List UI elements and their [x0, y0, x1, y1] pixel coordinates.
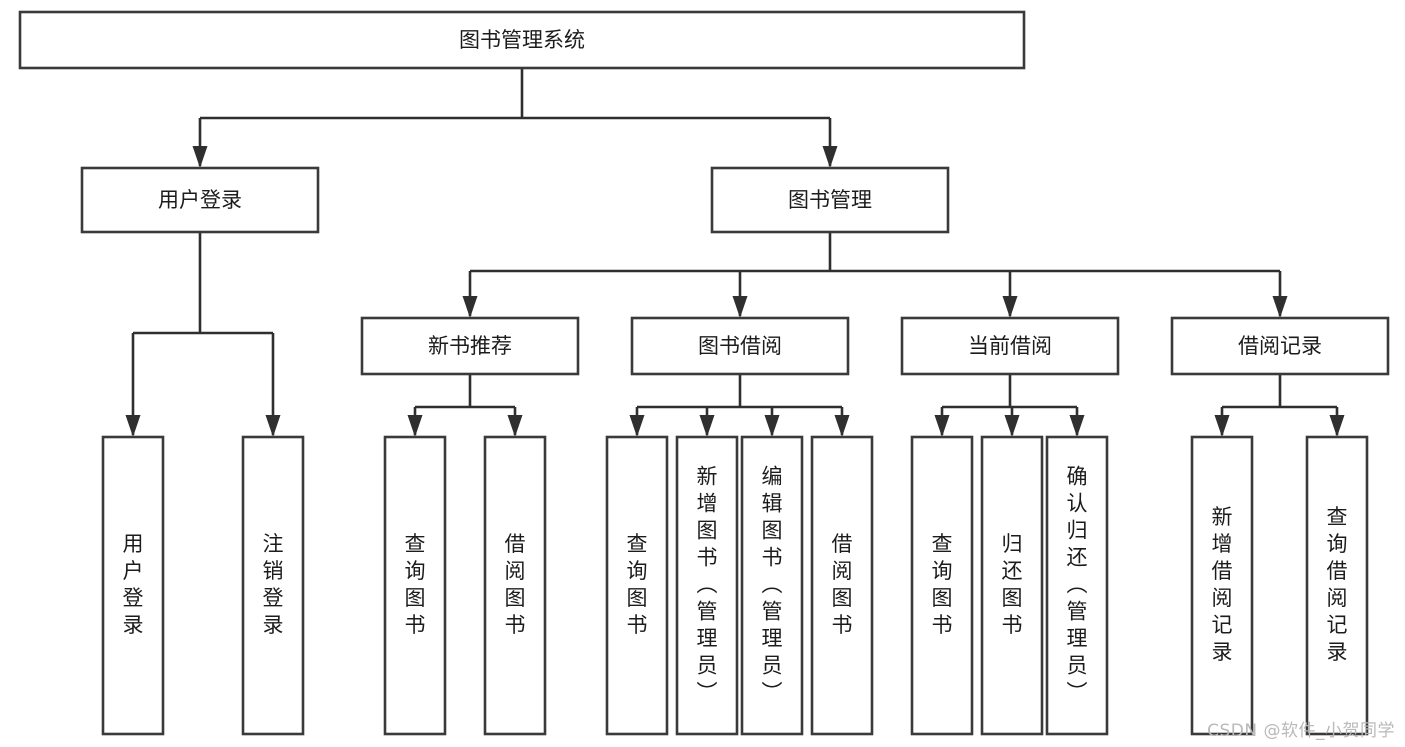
- node-leaf-return-book[interactable]: 归还图书: [980, 435, 1044, 736]
- node-current-borrow[interactable]: 当前借阅: [900, 316, 1120, 376]
- arrow-head-icon: [822, 146, 838, 168]
- node-leaf-query-book-3-box: [910, 435, 974, 736]
- node-borrow-record-box: [1170, 316, 1390, 376]
- node-layer: 图书管理系统用户登录图书管理新书推荐图书借阅当前借阅借阅记录用户登录注销登录查询…: [18, 10, 1390, 736]
- arrow-head-icon: [1002, 296, 1018, 318]
- node-new-book-recommend-box: [360, 316, 580, 376]
- node-book-manage[interactable]: 图书管理: [710, 166, 950, 234]
- node-borrow-record[interactable]: 借阅记录: [1170, 316, 1390, 376]
- node-leaf-query-book-3-label: 查询图书: [932, 532, 953, 637]
- node-root-system-box: [18, 10, 1026, 70]
- node-leaf-query-book-1[interactable]: 查询图书: [383, 435, 447, 736]
- node-root-system[interactable]: 图书管理系统: [18, 10, 1026, 70]
- connector-layer: [125, 68, 1345, 437]
- node-leaf-query-book-2-box: [605, 435, 669, 736]
- arrow-head-icon: [125, 415, 141, 437]
- node-leaf-query-book-1-box: [383, 435, 447, 736]
- node-leaf-edit-book[interactable]: 编辑图书︵管理员︶: [740, 435, 804, 736]
- node-leaf-query-borrow-record-label: 查询借阅记录: [1327, 505, 1348, 664]
- node-leaf-return-book-box: [980, 435, 1044, 736]
- arrow-head-icon: [1004, 415, 1020, 437]
- node-leaf-return-book-label: 归还图书: [1002, 532, 1023, 637]
- node-leaf-edit-book-label: 编辑图书︵管理员︶: [762, 465, 783, 705]
- node-book-manage-box: [710, 166, 950, 234]
- arrow-head-icon: [507, 415, 523, 437]
- arrow-head-icon: [462, 296, 478, 318]
- node-user-login-label: 用户登录: [158, 188, 242, 212]
- node-leaf-query-book-3[interactable]: 查询图书: [910, 435, 974, 736]
- arrow-head-icon: [834, 415, 850, 437]
- node-leaf-query-book-2[interactable]: 查询图书: [605, 435, 669, 736]
- node-leaf-user-logout-label: 注销登录: [263, 532, 284, 637]
- arrow-head-icon: [732, 296, 748, 318]
- node-leaf-confirm-return-box: [1045, 435, 1109, 736]
- node-leaf-query-borrow-record[interactable]: 查询借阅记录: [1305, 435, 1369, 736]
- arrow-head-icon: [407, 415, 423, 437]
- node-leaf-edit-book-box: [740, 435, 804, 736]
- arrow-head-icon: [934, 415, 950, 437]
- node-current-borrow-label: 当前借阅: [968, 334, 1052, 358]
- node-root-system-label: 图书管理系统: [459, 28, 585, 52]
- node-leaf-user-logout[interactable]: 注销登录: [241, 435, 305, 736]
- node-leaf-confirm-return[interactable]: 确认归还︵管理员︶: [1045, 435, 1109, 736]
- node-new-book-recommend[interactable]: 新书推荐: [360, 316, 580, 376]
- node-leaf-add-book-label: 新增图书︵管理员︶: [697, 465, 718, 705]
- node-leaf-add-borrow-record-box: [1190, 435, 1254, 736]
- arrow-head-icon: [1272, 296, 1288, 318]
- arrow-head-icon: [192, 146, 208, 168]
- node-book-manage-label: 图书管理: [788, 188, 872, 212]
- node-book-borrow[interactable]: 图书借阅: [630, 316, 850, 376]
- node-leaf-borrow-book-2[interactable]: 借阅图书: [810, 435, 874, 736]
- node-book-borrow-label: 图书借阅: [698, 334, 782, 358]
- node-leaf-user-login-label: 用户登录: [123, 532, 144, 637]
- node-leaf-borrow-book-2-box: [810, 435, 874, 736]
- node-leaf-borrow-book-2-label: 借阅图书: [832, 532, 853, 637]
- arrow-head-icon: [265, 415, 281, 437]
- node-leaf-query-book-2-label: 查询图书: [627, 532, 648, 637]
- node-leaf-add-borrow-record[interactable]: 新增借阅记录: [1190, 435, 1254, 736]
- arrow-head-icon: [1069, 415, 1085, 437]
- node-leaf-borrow-book-1-label: 借阅图书: [505, 532, 526, 637]
- arrow-head-icon: [629, 415, 645, 437]
- node-leaf-add-book[interactable]: 新增图书︵管理员︶: [675, 435, 739, 736]
- node-user-login[interactable]: 用户登录: [80, 166, 320, 234]
- node-new-book-recommend-label: 新书推荐: [428, 334, 512, 358]
- node-leaf-borrow-book-1[interactable]: 借阅图书: [483, 435, 547, 736]
- arrow-head-icon: [764, 415, 780, 437]
- node-borrow-record-label: 借阅记录: [1238, 334, 1322, 358]
- node-leaf-query-borrow-record-box: [1305, 435, 1369, 736]
- node-leaf-query-book-1-label: 查询图书: [405, 532, 426, 637]
- node-user-login-box: [80, 166, 320, 234]
- node-book-borrow-box: [630, 316, 850, 376]
- node-leaf-borrow-book-1-box: [483, 435, 547, 736]
- node-leaf-confirm-return-label: 确认归还︵管理员︶: [1067, 465, 1088, 705]
- node-leaf-add-borrow-record-label: 新增借阅记录: [1212, 505, 1233, 664]
- watermark-text: CSDN @软件_小贺同学: [1207, 721, 1395, 741]
- arrow-head-icon: [1329, 415, 1345, 437]
- node-leaf-user-logout-box: [241, 435, 305, 736]
- arrow-head-icon: [1214, 415, 1230, 437]
- node-leaf-user-login[interactable]: 用户登录: [101, 435, 165, 736]
- node-leaf-user-login-box: [101, 435, 165, 736]
- node-current-borrow-box: [900, 316, 1120, 376]
- node-leaf-add-book-box: [675, 435, 739, 736]
- arrow-head-icon: [699, 415, 715, 437]
